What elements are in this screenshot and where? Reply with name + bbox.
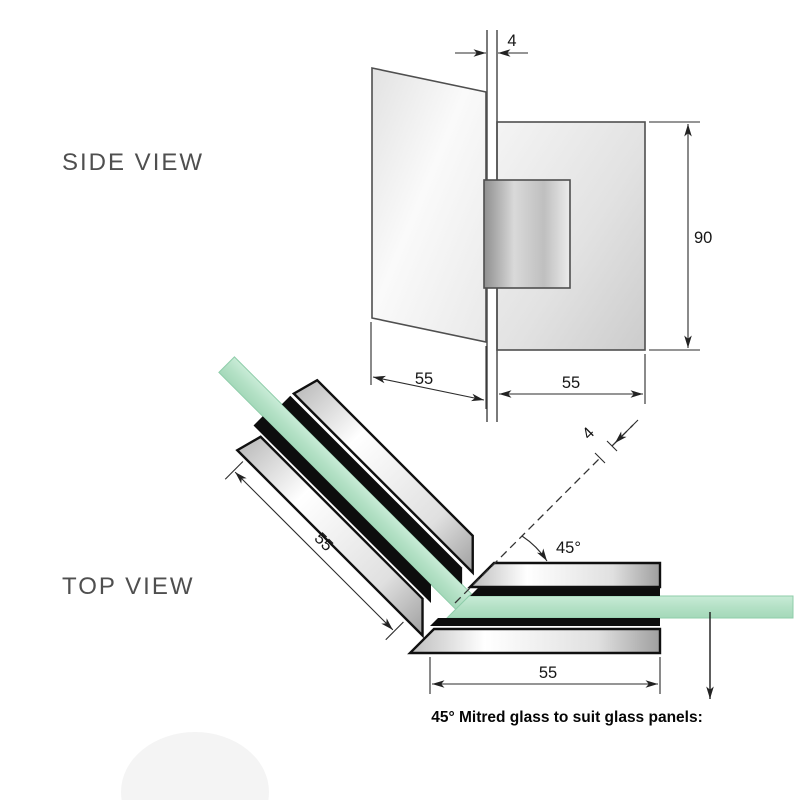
dimension-width-55-bracket: 55 <box>429 657 661 694</box>
horizontal-lower-gasket <box>430 618 660 626</box>
horizontal-glass-strip <box>445 595 794 619</box>
dimension-width-55-glass: 55 <box>370 322 487 409</box>
dimension-line <box>372 375 485 402</box>
dimension-mitre-gap-4: 4 <box>579 419 639 464</box>
dimension-value: 55 <box>539 664 557 682</box>
horizontal-upper-gasket <box>470 588 660 596</box>
side-view-label: SIDE VIEW <box>62 149 204 176</box>
dimension-value: 55 <box>562 374 580 392</box>
dimension-width-55-plate: 55 <box>499 354 646 404</box>
extension-line <box>224 461 244 480</box>
mitre-construction-dashed-line <box>454 457 601 604</box>
dimension-value: 4 <box>579 424 598 443</box>
hinge-knuckle <box>483 179 571 289</box>
watermark <box>121 732 269 800</box>
dimension-value: 90 <box>694 229 712 247</box>
diagonal-glass-strip <box>218 356 473 611</box>
glass-panel-side <box>371 67 487 343</box>
gap-tick <box>606 440 618 452</box>
top-view: TOP VIEW 55 <box>62 356 794 800</box>
angle-arc <box>521 535 548 562</box>
dimension-value: 45° <box>556 539 581 557</box>
dimension-line <box>234 471 394 631</box>
dimension-height-90: 90 <box>649 121 712 351</box>
diagonal-assembly: 55 <box>218 356 474 641</box>
extension-line <box>385 621 404 641</box>
dimension-value: 55 <box>415 370 433 388</box>
horizontal-upper-clamp-bar <box>467 561 662 589</box>
caption-text: 45° Mitred glass to suit glass panels: <box>431 709 703 726</box>
dimension-line <box>614 419 639 444</box>
dimension-angle-45: 45° <box>521 535 581 562</box>
side-view: SIDE VIEW 4 90 55 <box>62 30 712 422</box>
dimension-gap-4: 4 <box>455 32 528 57</box>
gap-tick <box>594 452 606 464</box>
top-view-label: TOP VIEW <box>62 573 194 600</box>
horizontal-lower-clamp-bar <box>407 627 662 655</box>
dimension-value: 4 <box>507 32 516 50</box>
